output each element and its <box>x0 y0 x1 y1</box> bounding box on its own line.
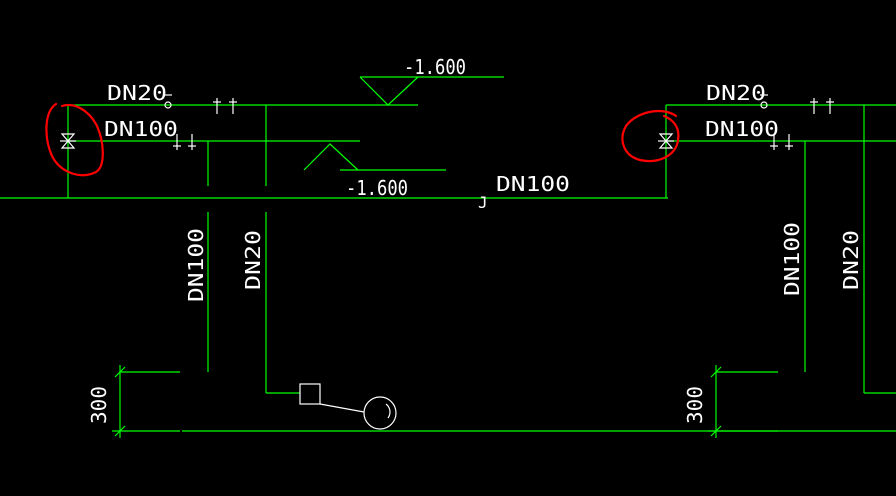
pipe-support-icon <box>213 98 237 114</box>
pipe-support-icon <box>173 134 196 150</box>
elevation-triangle-icon <box>359 76 419 106</box>
float-arm <box>319 403 365 413</box>
dim-left-tick-top <box>114 366 126 378</box>
label-elevation-bottom: -1.600 <box>346 176 408 200</box>
fixture-symbols <box>60 94 834 430</box>
dim-right-tick-bot <box>710 425 722 437</box>
dim-left-tick-bot <box>114 425 126 437</box>
tank-inlet-box-icon <box>299 383 321 405</box>
label-elevation-top: -1.600 <box>404 55 466 79</box>
float-ball-icon <box>363 396 397 430</box>
elevation-triangle-icon <box>303 143 359 171</box>
label-dn20-vertical-left: DN20 <box>241 230 265 290</box>
gate-valve-icon <box>658 133 674 149</box>
red-circle-markup-right <box>621 109 680 163</box>
gate-valve-icon <box>60 133 76 149</box>
pipe-support-icon <box>770 134 793 150</box>
dim-right-tick-top <box>710 366 722 378</box>
float-ball-detail <box>385 403 391 419</box>
dimension-label-right: 300 <box>683 386 707 424</box>
pipe-support-icon <box>810 98 834 114</box>
pipe-node-icon <box>760 101 768 109</box>
label-dn100-top-right: DN100 <box>705 117 779 141</box>
label-dn20-top-right: DN20 <box>706 81 766 105</box>
label-dn100-vertical-left: DN100 <box>184 228 208 302</box>
pipe-node-icon <box>164 101 172 109</box>
label-dn20-vertical-right: DN20 <box>839 230 863 290</box>
dimension-label-left: 300 <box>87 386 111 424</box>
label-dn100-vertical-right: DN100 <box>780 222 804 296</box>
label-dn100-top-left: DN100 <box>104 117 178 141</box>
markup-annotations <box>45 102 680 177</box>
red-circle-markup-left <box>45 102 104 177</box>
label-dn20-top-left: DN20 <box>107 81 167 105</box>
label-dn100-main: DN100 <box>496 172 570 196</box>
pipe-lines <box>0 76 896 438</box>
label-main-tag: J <box>478 193 488 212</box>
